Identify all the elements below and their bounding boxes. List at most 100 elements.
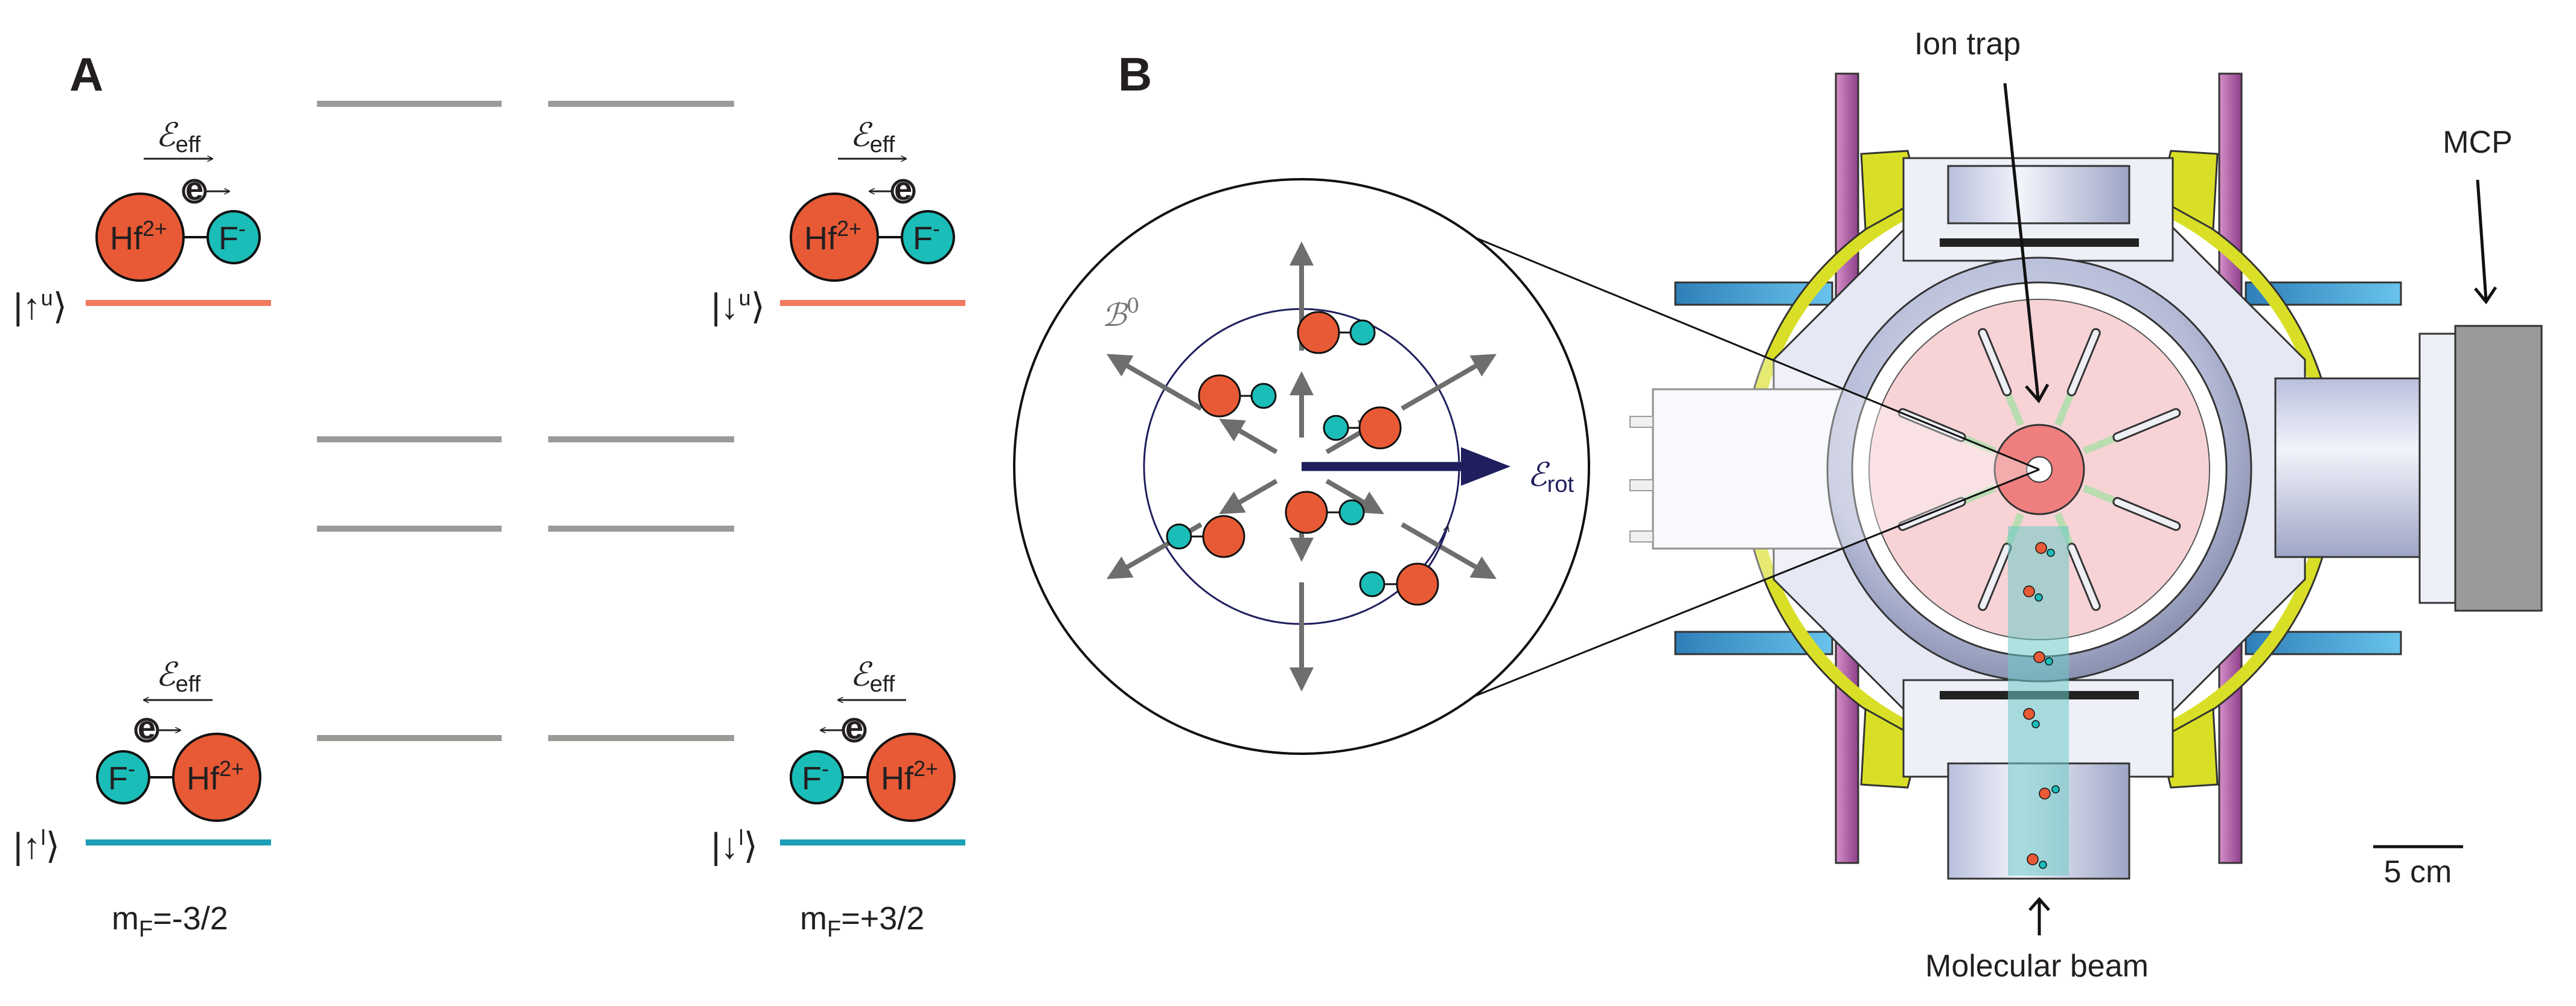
eeff-label: ℰeff (850, 116, 895, 158)
mcp-arrowhead (2474, 286, 2498, 305)
b-field-arrow-shaft (1125, 363, 1203, 411)
hf-atom (2023, 708, 2035, 720)
flange-pin (1629, 416, 1654, 428)
electron-label: e (185, 171, 203, 207)
beam-molecule (2039, 785, 2060, 800)
electron-label: e (138, 710, 156, 746)
inset-molecules (1166, 311, 1439, 606)
electron-icon (182, 179, 207, 204)
inset-molecule (1285, 491, 1365, 534)
hf-label: Hf2+ (110, 216, 167, 256)
inset-molecule (1359, 562, 1439, 606)
f-atom (790, 750, 844, 804)
state-down-lower: |↓l⟩ (711, 825, 758, 866)
ion-trap-label: Ion trap (1914, 27, 2021, 62)
zoom-cone (1469, 238, 2039, 698)
hf-label: Hf2+ (187, 756, 244, 797)
f-atom (2047, 549, 2055, 557)
hf-atom (790, 193, 879, 282)
b-field-arrow-shaft (1238, 479, 1278, 505)
electrode-rod-highlight (1899, 498, 1964, 529)
hf-atom (1198, 374, 1241, 418)
panel-label-a: A (69, 48, 103, 101)
b-field-arrowhead (1106, 556, 1134, 579)
electrode-rod-highlight (2068, 544, 2099, 610)
b-field-label: ℬ0 (1102, 294, 1140, 334)
electrode-rod-highlight (2068, 329, 2099, 395)
molecule-down-lower: ℰeff e F- Hf2+ (790, 655, 956, 822)
molecule-up-lower: ℰeff e F- Hf2+ (96, 655, 261, 822)
hf-label: Hf2+ (881, 756, 938, 797)
f-atom (96, 750, 150, 804)
electrode-insulator (2003, 390, 2024, 427)
flange-pin (1629, 530, 1654, 543)
inset-molecule (1166, 515, 1245, 558)
zoom-line (1475, 237, 2040, 471)
hf-atom (2033, 651, 2045, 663)
state-up-lower: |↑l⟩ (13, 825, 60, 866)
b-field-arrow-shaft (1401, 363, 1478, 411)
b-field-arrowhead (1469, 354, 1497, 377)
f-atom (901, 210, 955, 264)
electrode-rod-highlight (2114, 410, 2179, 441)
b-field-arrowhead (1290, 538, 1314, 562)
f-atom (1349, 319, 1376, 346)
top-port-flange (1947, 165, 2130, 224)
hf-label: Hf2+ (804, 216, 861, 256)
electrode-rod-highlight (1980, 329, 2010, 395)
ion-trap-pointer (2003, 83, 2040, 399)
inset-zoom: ℬ0 ℰrot (1013, 178, 1590, 755)
molecular-beam-label: Molecular beam (1925, 949, 2149, 984)
hf-atom (1358, 406, 1402, 450)
beam-molecule (2035, 542, 2055, 557)
e-rot-label: ℰrot (1527, 456, 1574, 497)
f-atom (1359, 571, 1385, 597)
b-field-arrow-shaft (1325, 428, 1366, 454)
electron-icon (134, 718, 159, 743)
zoom-line (1469, 468, 2040, 699)
f-label: F- (913, 216, 940, 256)
flange-pin (1629, 479, 1654, 491)
beam-molecule (2033, 651, 2053, 666)
mcp-label: MCP (2443, 125, 2513, 160)
f-atom (2051, 785, 2060, 794)
beam-molecule (2023, 708, 2040, 728)
electrode-insulator (2054, 390, 2076, 427)
hf-atom (2023, 585, 2035, 597)
molecule-down-upper: ℰeff e Hf2+ F- (790, 116, 955, 282)
hf-atom (172, 733, 261, 822)
b-field-arrowhead (1219, 491, 1246, 514)
b-field-arrowhead (1290, 371, 1314, 395)
hf-atom (2027, 853, 2039, 865)
f-label: F- (802, 756, 829, 797)
inset-molecule (1198, 374, 1277, 418)
mf-label-right: mF=+3/2 (800, 900, 924, 942)
energy-levels (86, 101, 965, 845)
hf-atom (1396, 562, 1439, 606)
beam-arrowhead (2028, 897, 2050, 911)
state-labels: |↑u⟩ |↓u⟩ |↑l⟩ |↓l⟩ (13, 285, 765, 866)
f-atom (206, 210, 261, 264)
electron-label: e (894, 171, 912, 207)
f-atom (2045, 657, 2053, 666)
beam-molecules (2023, 542, 2060, 869)
electrode-rod-highlight (1980, 544, 2010, 610)
hf-atom (1297, 311, 1340, 354)
molecule-up-upper: ℰeff e Hf2+ F- (95, 116, 261, 282)
hf-atom (2035, 542, 2047, 554)
mcp-detector (2454, 325, 2543, 612)
scale-bar-label: 5 cm (2384, 855, 2452, 890)
b-field-arrow-shaft (1325, 479, 1366, 505)
b-field-arrowhead (1290, 667, 1314, 692)
electrode-insulator (2082, 433, 2119, 454)
state-down-upper: |↓u⟩ (711, 285, 765, 326)
mcp-pointer (2476, 179, 2488, 301)
panel-label-b: B (1118, 48, 1152, 101)
beam-molecule (2027, 853, 2047, 869)
hf-atom (2039, 788, 2051, 800)
eeff-label: ℰeff (850, 655, 895, 697)
f-atom (1338, 499, 1365, 526)
hf-atom (866, 733, 956, 822)
state-up-upper: |↑u⟩ (13, 285, 67, 326)
